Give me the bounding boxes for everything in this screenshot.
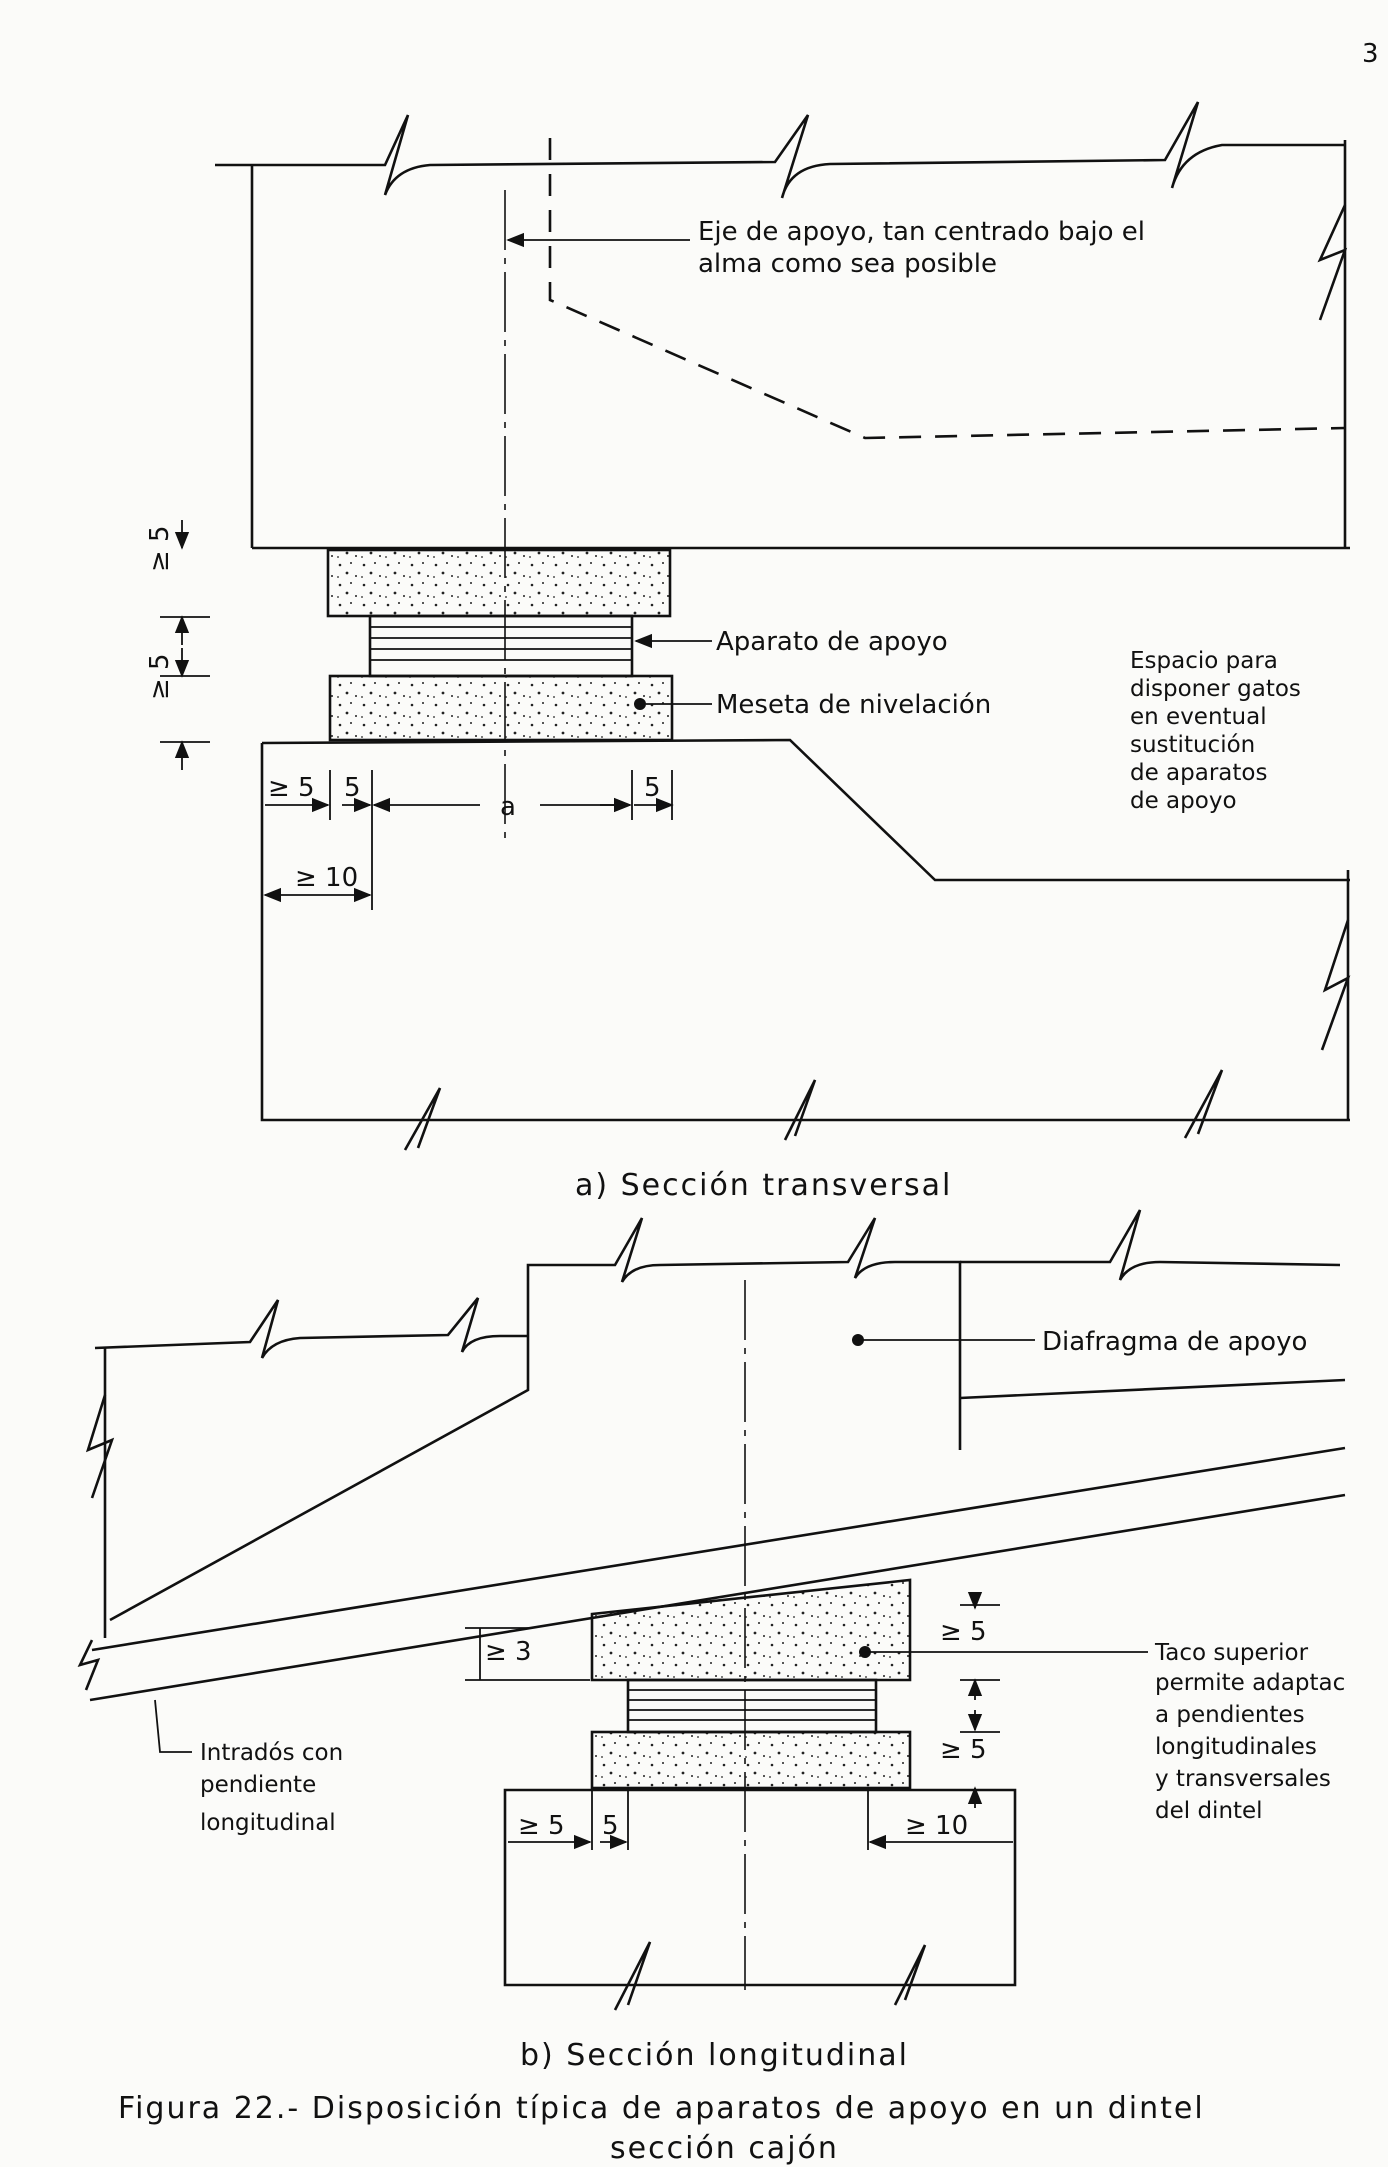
svg-text:longitudinal: longitudinal [200,1810,336,1836]
svg-text:Intradós con: Intradós con [200,1740,343,1766]
svg-text:≥ 5: ≥ 5 [940,1735,987,1765]
svg-text:longitudinales: longitudinales [1155,1734,1317,1760]
top-wedge-block [590,1578,912,1682]
intrados-upper [91,1446,1346,1652]
axis-note-line2: alma como sea posible [698,249,997,279]
pier-break-2 [783,1079,817,1141]
figure-title: Figura 22.- Disposición típica de aparat… [118,2091,1205,2126]
svg-text:y transversales: y transversales [1155,1766,1331,1792]
svg-text:permite adaptac: permite adaptac [1155,1670,1345,1696]
left-flange-top [94,1297,528,1359]
page-number: 3 [1362,39,1379,69]
beam-top-edge [215,101,1345,199]
svg-text:a pendientes: a pendientes [1155,1702,1305,1728]
dim-5-a: 5 [344,773,361,803]
plinth-label: Meseta de nivelación [716,690,991,720]
diaphragm-label: Diafragma de apoyo [1042,1327,1307,1357]
figure-subtitle: sección cajón [610,2131,839,2166]
section-b-longitudinal: Diafragma de apoyo ≥ 3 ≥ 5 ≥ 5 Taco supe… [77,1209,1346,2073]
pier-top [261,738,1350,882]
pier-b-break-1 [613,1941,652,2011]
svg-text:5: 5 [602,1811,619,1841]
svg-text:≥ 3: ≥ 3 [485,1637,532,1667]
vertical-dims-b: ≥ 5 ≥ 5 [940,1591,1000,1808]
dim-left-5-a: ≥ 5 [268,773,315,803]
web-dashed-line [548,138,1346,440]
dim-top-a: ≥ 5 [145,525,175,572]
pier-body [260,743,1350,1122]
space-note: Espacio para disponer gatos en eventual … [1130,648,1301,814]
bearing-label: Aparato de apoyo [716,627,948,657]
intrados-note: Intradós con pendiente longitudinal [200,1740,343,1836]
svg-text:Espacio para: Espacio para [1130,648,1278,674]
leveling-plinth-a [328,674,674,742]
svg-text:de aparatos: de aparatos [1130,760,1267,786]
pier-b-break-2 [893,1944,927,2006]
svg-text:≥ 10: ≥ 10 [905,1811,968,1841]
beam-break-right [1317,204,1348,321]
upper-plinth-a [326,548,672,618]
pier-break-3 [1183,1069,1224,1139]
right-flange-soffit [959,1378,1346,1400]
dim-10-a: ≥ 10 [295,863,358,893]
dim-bottom-a: ≥ 5 [145,653,175,700]
axis-note-line1: Eje de apoyo, tan centrado bajo el [698,217,1145,247]
caption-a: a) Sección transversal [575,1168,952,1203]
section-a-transverse: Eje de apoyo, tan centrado bajo el alma … [145,101,1351,1203]
pier-break-1 [403,1087,442,1151]
dim-right-5-a: 5 [644,773,661,803]
intrados-break [77,1639,101,1691]
dim-3-b: ≥ 3 [465,1627,590,1681]
vertical-dims-a: ≥ 5 ≥ 5 [145,520,210,770]
svg-text:sustitución: sustitución [1130,732,1255,758]
elastomeric-bearing-a [368,614,634,678]
svg-text:del dintel: del dintel [1155,1798,1263,1824]
pier-b [503,1788,1017,1987]
bottom-plinth-b [590,1730,912,1790]
elastomeric-bearing-b [626,1678,878,1734]
pier-break-right [1320,919,1351,1051]
right-flange-top [960,1209,1341,1281]
caption-b: b) Sección longitudinal [520,2038,909,2073]
intrados-lower [89,1493,1346,1702]
intrados-leader [154,1699,192,1753]
left-web-soffit [109,1340,530,1622]
svg-text:≥ 5: ≥ 5 [940,1617,987,1647]
left-flange-break [85,1394,115,1499]
svg-text:pendiente: pendiente [200,1772,316,1798]
horizontal-dims-b: ≥ 5 5 ≥ 10 [508,1790,1013,1850]
svg-text:en eventual: en eventual [1130,704,1267,730]
svg-text:Taco superior: Taco superior [1154,1640,1309,1666]
svg-text:de apoyo: de apoyo [1130,788,1237,814]
top-block-note: Taco superior permite adaptac a pendient… [1154,1640,1345,1824]
svg-text:disponer gatos: disponer gatos [1130,676,1301,702]
svg-text:≥ 5: ≥ 5 [518,1811,565,1841]
dim-a: a [500,792,516,822]
horizontal-dims-a: ≥ 5 5 a 5 ≥ 10 [263,770,674,910]
diaphragm-outline [526,1217,962,1450]
